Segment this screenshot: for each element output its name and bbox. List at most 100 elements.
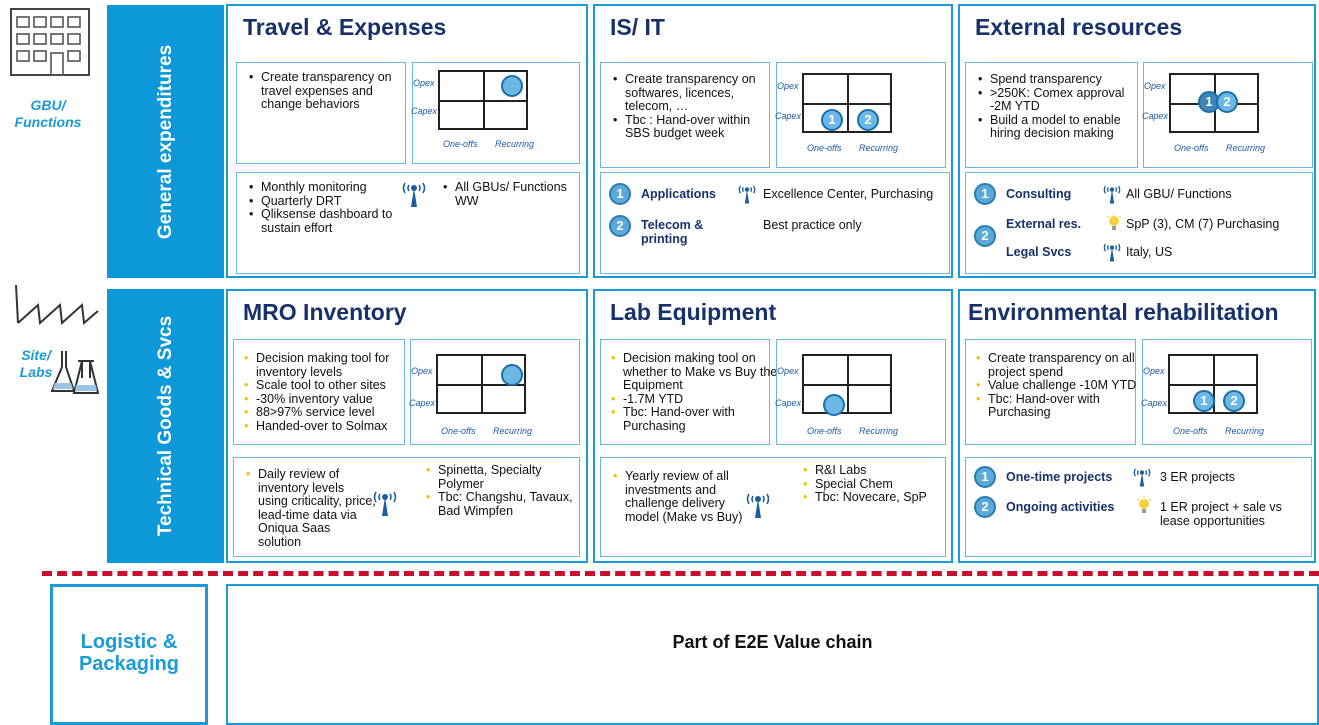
capex-label: Capex bbox=[775, 111, 802, 121]
recurring-label: Recurring bbox=[493, 426, 533, 436]
marker-2: 2 bbox=[1216, 91, 1238, 113]
row-value: Best practice only bbox=[763, 218, 862, 232]
e2e-value-chain-box: Part of E2E Value chain bbox=[226, 584, 1319, 725]
bullet-item: Value challenge -10M YTD bbox=[976, 378, 1146, 393]
bullet-item: Decision making tool on whether to Make … bbox=[611, 351, 781, 393]
objectives-box: Create transparency on softwares, licenc… bbox=[600, 62, 770, 168]
one-offs-label: One-offs bbox=[1173, 426, 1208, 436]
bullet-item: Handed-over to Solmax bbox=[244, 419, 414, 434]
monitoring-box: Yearly review of all investments and cha… bbox=[600, 457, 946, 557]
objectives-box: Create transparency on all project spend… bbox=[965, 339, 1136, 445]
opex-label: Opex bbox=[413, 78, 435, 88]
capex-label: Capex bbox=[1142, 111, 1169, 121]
monitoring-box: Daily review of inventory levels using c… bbox=[233, 457, 580, 557]
factory-icon bbox=[8, 283, 100, 403]
marker-2: 2 bbox=[1223, 390, 1245, 412]
one-offs-label: One-offs bbox=[1174, 143, 1209, 153]
number-badge: 1 bbox=[974, 183, 996, 205]
bullet-item: >250K: Comex approval -2M YTD bbox=[978, 86, 1148, 114]
panel-title: Travel & Expenses bbox=[243, 14, 447, 40]
one-offs-label: One-offs bbox=[807, 426, 842, 436]
opex-label: Opex bbox=[1143, 366, 1165, 376]
row-value: 1 ER project + sale vs lease opportuniti… bbox=[1160, 500, 1282, 528]
scope-box: 1 One-time projects 3 ER projects 2 Ongo… bbox=[965, 457, 1312, 557]
scope-item: Tbc: Novecare, SpP bbox=[803, 490, 955, 505]
scope-item: Spinetta, Specialty Polymer bbox=[426, 463, 588, 491]
bullet-item: 88>97% service level bbox=[244, 405, 414, 420]
capex-label: Capex bbox=[775, 398, 802, 408]
recurring-label: Recurring bbox=[859, 426, 899, 436]
row-label: Telecom & printing bbox=[641, 218, 704, 246]
panel-title: Lab Equipment bbox=[610, 299, 777, 325]
number-badge: 2 bbox=[974, 225, 996, 247]
bullet-item: Create transparency on softwares, licenc… bbox=[613, 72, 775, 114]
general-expenditures-label: General expenditures bbox=[154, 44, 176, 239]
panel-lab-equipment: Lab Equipment Decision making tool on wh… bbox=[593, 289, 953, 563]
scope-item: Special Chem bbox=[803, 477, 955, 492]
opex-label: Opex bbox=[411, 366, 433, 376]
objectives-box: Decision making tool on whether to Make … bbox=[600, 339, 777, 445]
panel-title: External resources bbox=[975, 14, 1183, 40]
antenna-icon bbox=[373, 491, 397, 516]
marker-1: 1 bbox=[1193, 390, 1215, 412]
recurring-label: Recurring bbox=[495, 139, 535, 149]
objectives-box: Create transparency on travel expenses a… bbox=[236, 62, 406, 164]
row-label: One-time projects bbox=[1006, 470, 1113, 484]
monitor-item: Daily review of inventory levels using c… bbox=[246, 467, 376, 549]
dashed-separator bbox=[42, 571, 1319, 576]
opex-capex-matrix: Opex Capex One-offs Recurring bbox=[411, 62, 580, 164]
position-marker bbox=[501, 364, 523, 386]
position-marker bbox=[501, 75, 523, 97]
logistic-packaging-label: Logistic & Packaging bbox=[78, 631, 180, 675]
position-marker bbox=[823, 394, 845, 416]
antenna-icon bbox=[746, 493, 770, 518]
panel-mro-inventory: MRO Inventory Decision making tool for i… bbox=[226, 289, 588, 563]
lightbulb-icon bbox=[1136, 496, 1152, 513]
bullet-item: -1.7M YTD bbox=[611, 392, 781, 407]
scope-item: R&I Labs bbox=[803, 463, 955, 478]
panel-travel-expenses: Travel & Expenses Create transparency on… bbox=[226, 4, 588, 278]
technical-goods-label: Technical Goods & Svcs bbox=[154, 315, 176, 537]
opex-label: Opex bbox=[777, 366, 799, 376]
number-badge: 2 bbox=[974, 496, 996, 518]
scope-item: Tbc: Changshu, Tavaux, Bad Wimpfen bbox=[426, 490, 588, 518]
recurring-label: Recurring bbox=[859, 143, 899, 153]
objectives-box: Decision making tool for inventory level… bbox=[233, 339, 405, 445]
capex-label: Capex bbox=[411, 106, 438, 116]
marker-2: 2 bbox=[857, 109, 879, 131]
building-icon bbox=[5, 7, 95, 79]
panel-title: Environmental rehabilitation bbox=[968, 299, 1279, 325]
opex-capex-matrix: Opex Capex One-offs Recurring 1 2 bbox=[1142, 62, 1313, 168]
row-value: Excellence Center, Purchasing bbox=[763, 187, 934, 201]
one-offs-label: One-offs bbox=[441, 426, 476, 436]
panel-title: IS/ IT bbox=[610, 14, 665, 40]
panel-external-resources: External resources Spend transparency >2… bbox=[958, 4, 1316, 278]
monitoring-box: Monthly monitoring Quarterly DRT Qliksen… bbox=[236, 172, 580, 274]
one-offs-label: One-offs bbox=[807, 143, 842, 153]
bullet-item: Tbc: Hand-over with Purchasing bbox=[611, 405, 781, 433]
recurring-label: Recurring bbox=[1226, 143, 1266, 153]
opex-capex-matrix: Opex Capex One-offs Recurring 1 2 bbox=[1141, 339, 1312, 445]
marker-1: 1 bbox=[821, 109, 843, 131]
row-label: Ongoing activities bbox=[1006, 500, 1115, 514]
bullet-item: Spend transparency bbox=[978, 72, 1148, 87]
row-label: Legal Svcs bbox=[1006, 245, 1072, 259]
panel-title: MRO Inventory bbox=[243, 299, 407, 325]
row-label: External res. bbox=[1006, 217, 1082, 231]
row-value: All GBU/ Functions bbox=[1126, 187, 1232, 201]
monitor-item: Yearly review of all investments and cha… bbox=[613, 469, 743, 524]
gbu-label: GBU/ Functions bbox=[14, 97, 82, 130]
bullet-item: -30% inventory value bbox=[244, 392, 414, 407]
bullet-item: Decision making tool for inventory level… bbox=[244, 351, 414, 379]
bullet-item: Build a model to enable hiring decision … bbox=[978, 113, 1148, 141]
antenna-icon bbox=[1103, 185, 1121, 204]
antenna-icon bbox=[738, 185, 756, 204]
number-badge: 1 bbox=[974, 466, 996, 488]
antenna-icon bbox=[402, 182, 426, 207]
bullet-item: Create transparency on travel expenses a… bbox=[249, 70, 411, 112]
capex-label: Capex bbox=[409, 398, 436, 408]
scope-item: All GBUs/ Functions WW bbox=[443, 180, 585, 208]
monitor-item: Qliksense dashboard to sustain effort bbox=[249, 207, 411, 235]
bullet-item: Tbc: Hand-over with Purchasing bbox=[976, 392, 1146, 420]
bullet-item: Tbc : Hand-over within SBS budget week bbox=[613, 113, 775, 141]
